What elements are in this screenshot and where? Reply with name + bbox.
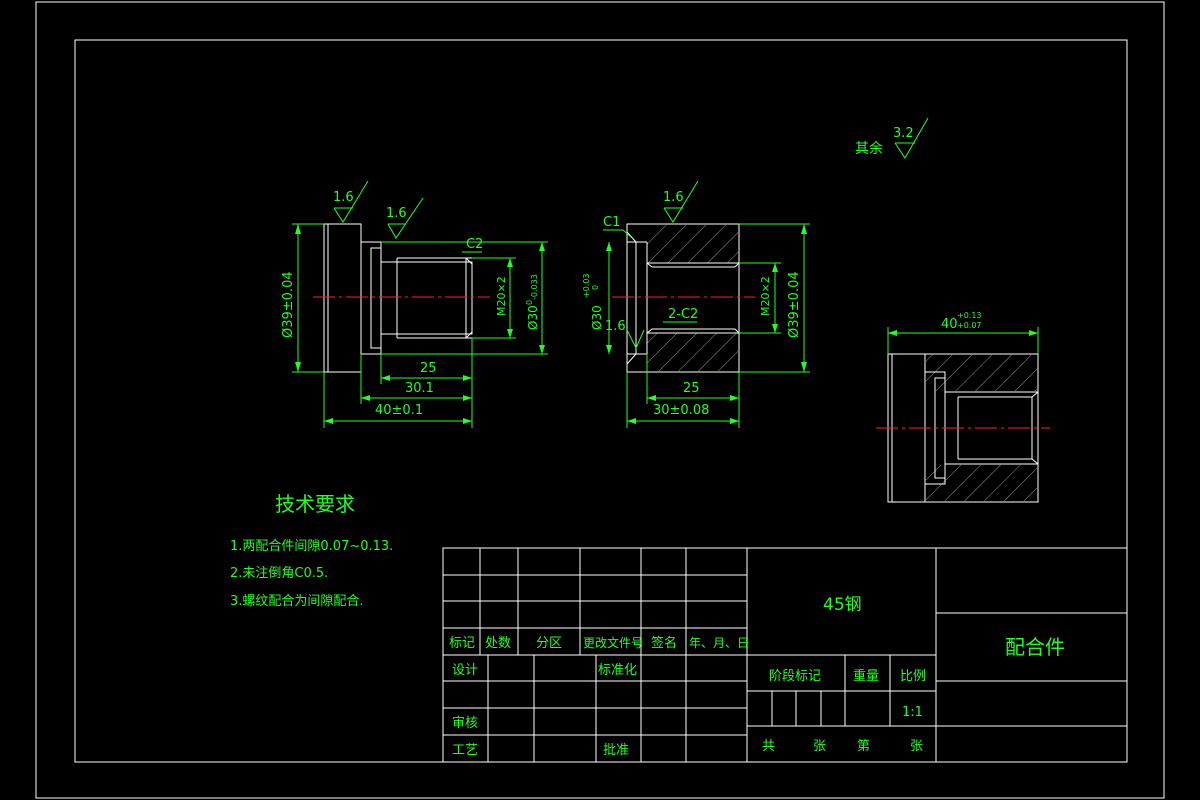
part1-len-30-1: 30.1 <box>405 381 434 396</box>
tech-item-2: 2.未注倒角C0.5. <box>230 566 328 581</box>
tb-part-name: 配合件 <box>1005 635 1065 659</box>
part2-hatch-bottom <box>647 333 738 371</box>
part2-len-30: 30±0.08 <box>653 403 709 418</box>
tb-count: 处数 <box>485 636 511 651</box>
part2-bore-tol-lower: 0 <box>591 285 600 290</box>
tb-scale: 1:1 <box>902 705 923 720</box>
tb-weight: 重量 <box>853 668 879 684</box>
assembly-tol-lower: +0.07 <box>957 321 982 330</box>
part1-face-roughness: 1.6 <box>333 190 354 205</box>
part1-len-25: 25 <box>420 361 437 376</box>
inner-border <box>74 39 1128 763</box>
tb-sheet: 张 <box>910 739 923 754</box>
tech-item-1: 1.两配合件间隙0.07~0.13. <box>230 539 393 554</box>
part1-spigot-diameter: Ø30 <box>526 305 540 330</box>
part1-thread-spec: M20×2 <box>495 276 508 316</box>
part2-inner-roughness: 1.6 <box>605 319 626 334</box>
tb-zone: 分区 <box>536 636 562 651</box>
part2-hatch-top <box>647 225 738 263</box>
tb-approve: 批准 <box>603 743 629 758</box>
tech-item-3: 3.螺纹配合为间隙配合. <box>230 594 364 609</box>
part2-bore-tol-upper: +0.03 <box>582 273 591 298</box>
tech-title: 技术要求 <box>275 492 355 516</box>
part2-outer-diameter: Ø39±0.04 <box>787 271 802 338</box>
part2-thread-spec: M20×2 <box>759 276 772 316</box>
part2-chamfer-2c2: 2-C2 <box>668 307 698 322</box>
part1-thread-body <box>380 261 473 335</box>
part1-flange <box>323 223 362 373</box>
part2-bore-diameter: Ø30 <box>590 305 604 330</box>
assembly-tol-upper: +0.13 <box>957 311 982 320</box>
part2-len-25: 25 <box>683 381 700 396</box>
technical-requirements: 技术要求 1.两配合件间隙0.07~0.13. 2.未注倒角C0.5. 3.螺纹… <box>230 492 393 609</box>
part1-outer-diameter: Ø39±0.04 <box>281 271 296 338</box>
assembly-len-40: 40 <box>941 317 958 332</box>
part1-bore-roughness: 1.6 <box>386 206 407 221</box>
part2-face-roughness: 1.6 <box>663 190 684 205</box>
part1-chamfer-c2: C2 <box>466 237 483 252</box>
tb-design: 设计 <box>452 663 478 678</box>
tb-number: 第 <box>857 739 870 754</box>
part1-view: 1.6 1.6 C2 Ø39±0.04 M20×2 Ø30 0 -0.033 <box>281 180 548 428</box>
tb-sign: 签名 <box>651 635 677 651</box>
tb-date: 年、月、日 <box>689 636 749 650</box>
part1-len-40: 40±0.1 <box>375 403 423 418</box>
title-block: 标记 处数 分区 更改文件号 签名 年、月、日 设计 标准化 审核 工艺 批准 … <box>442 547 1128 763</box>
part2-view: C1 1.6 1.6 Ø30 +0.03 0 2-C2 M20×2 Ø39±0.… <box>582 180 810 428</box>
part2-chamfer-c1: C1 <box>603 215 620 230</box>
general-roughness: 其余 3.2 <box>855 117 929 159</box>
tb-review: 审核 <box>452 716 478 731</box>
tb-scale-label: 比例 <box>900 669 926 684</box>
other-roughness-value: 3.2 <box>893 126 914 141</box>
assembly-view: 40 +0.13 +0.07 <box>876 311 1050 503</box>
tb-mark: 标记 <box>449 636 475 651</box>
other-surfaces-label: 其余 <box>855 140 883 157</box>
tb-total: 共 <box>762 739 775 754</box>
tb-sheets: 张 <box>813 739 826 754</box>
part1-spigot-tol-lower: -0.033 <box>530 274 539 300</box>
tb-material: 45钢 <box>823 595 862 615</box>
tb-doc-no: 更改文件号 <box>583 635 643 650</box>
tb-stage: 阶段标记 <box>769 669 821 684</box>
tb-standard: 标准化 <box>598 663 637 678</box>
tb-process: 工艺 <box>452 743 478 758</box>
part1-spigot-tol-upper: 0 <box>525 300 534 305</box>
outer-border <box>35 1 1165 799</box>
